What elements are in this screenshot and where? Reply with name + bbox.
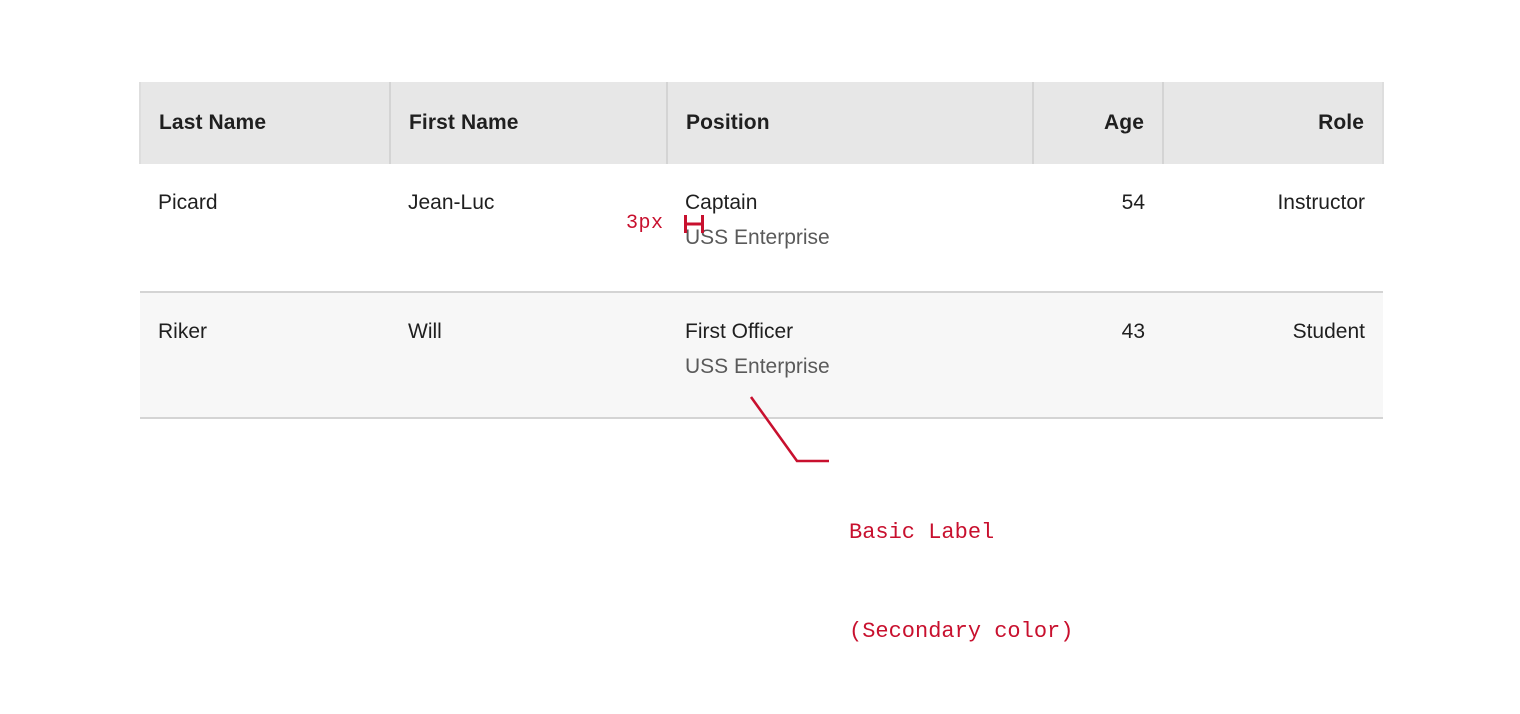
cell-role: Student xyxy=(1292,320,1365,343)
employee-table-container: Last Name First Name Position Age Role P… xyxy=(139,82,1384,419)
cell-last-name: Riker xyxy=(158,320,208,343)
cell-age: 54 xyxy=(1121,191,1145,214)
column-header-role[interactable]: Role xyxy=(1162,82,1384,164)
callout-annotation: Basic Label (Secondary color) xyxy=(849,450,1073,714)
table-header: Last Name First Name Position Age Role xyxy=(139,82,1384,164)
position-primary-label: Captain xyxy=(685,191,758,214)
cell-position: First Officer USS Enterprise xyxy=(667,292,1033,418)
table-row[interactable]: Picard Jean-Luc Captain USS Enterprise 5… xyxy=(140,164,1383,292)
callout-line-1: Basic Label xyxy=(849,520,995,545)
callout-line-2: (Secondary color) xyxy=(849,619,1074,644)
position-secondary-label: USS Enterprise xyxy=(685,355,830,378)
column-header-position[interactable]: Position xyxy=(666,82,1033,164)
cell-last-name: Picard xyxy=(158,191,218,214)
column-header-age[interactable]: Age xyxy=(1032,82,1163,164)
cell-role: Instructor xyxy=(1277,191,1365,214)
column-header-first-name[interactable]: First Name xyxy=(389,82,667,164)
table-row[interactable]: Riker Will First Officer USS Enterprise … xyxy=(140,292,1383,418)
cell-first-name: Jean-Luc xyxy=(408,191,495,214)
column-header-last-name[interactable]: Last Name xyxy=(139,82,390,164)
position-secondary-label: USS Enterprise xyxy=(685,226,830,249)
table-header-row: Last Name First Name Position Age Role xyxy=(139,82,1384,164)
table-body: Picard Jean-Luc Captain USS Enterprise 5… xyxy=(140,164,1383,418)
cell-age: 43 xyxy=(1121,320,1145,343)
cell-first-name: Will xyxy=(408,320,442,343)
position-primary-label: First Officer xyxy=(685,320,794,343)
cell-position: Captain USS Enterprise xyxy=(667,164,1033,292)
employee-table: Last Name First Name Position Age Role P… xyxy=(139,82,1384,419)
